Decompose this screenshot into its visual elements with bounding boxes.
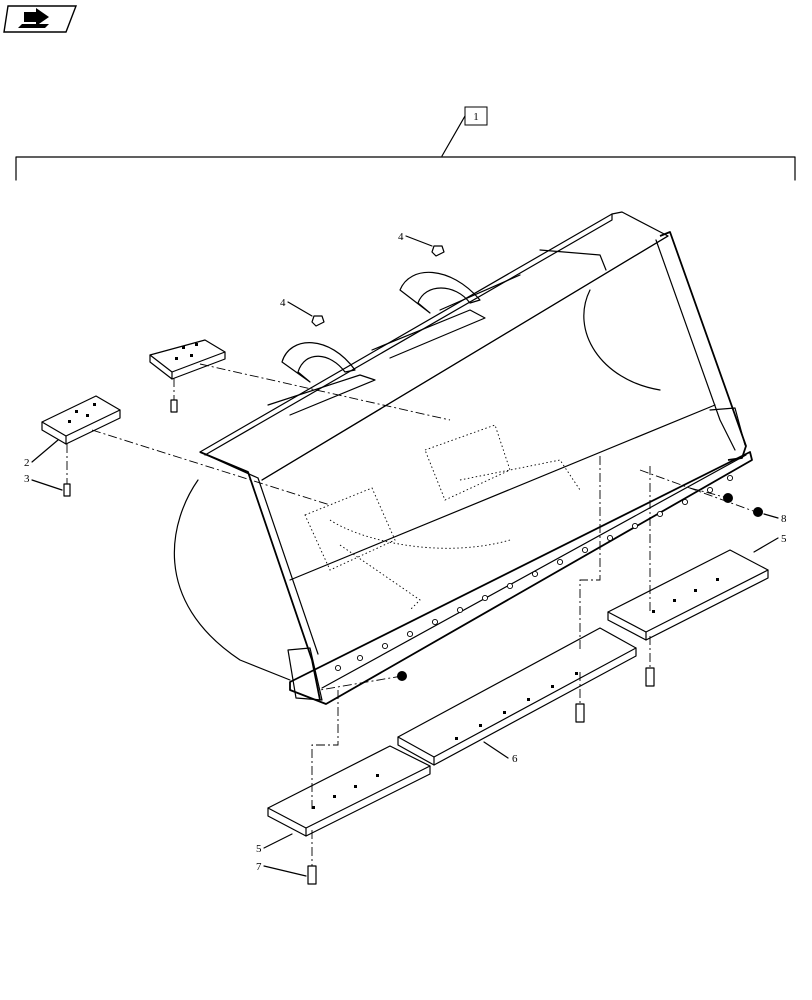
svg-text:5: 5 (256, 843, 262, 855)
nut-right-a (723, 493, 733, 503)
bolt-edge-right (645, 667, 655, 687)
label-item-6: 6 (483, 741, 518, 765)
svg-text:7: 7 (256, 861, 262, 873)
svg-text:6: 6 (512, 753, 518, 765)
edge-segment-left (267, 745, 431, 837)
nut-upper-left (311, 315, 325, 327)
edge-segment-middle (397, 627, 637, 766)
bucket (173, 211, 753, 705)
edge-segment-right (607, 549, 769, 641)
svg-text:2: 2 (24, 457, 30, 469)
label-item-7: 7 (256, 861, 307, 877)
nut-upper-right (431, 245, 445, 257)
label-item-2: 2 (24, 439, 59, 469)
svg-text:8: 8 (781, 513, 787, 525)
nav-badge[interactable] (3, 5, 78, 33)
svg-text:4: 4 (280, 297, 286, 309)
label-item-4b: 4 (280, 297, 313, 317)
label-item-5b: 5 (256, 833, 293, 855)
bolt-pad-lower (63, 444, 71, 497)
label-item-5a: 5 (753, 533, 787, 553)
wear-pad-lower (41, 395, 121, 445)
label-item-4a: 4 (398, 231, 433, 247)
bolt-edge-middle (575, 703, 585, 723)
bolt-edge-left (307, 865, 317, 885)
label-item-8: 8 (763, 513, 787, 525)
label-item-3: 3 (24, 473, 63, 491)
edge-holes (334, 474, 734, 672)
bolt-pad-upper (170, 378, 178, 413)
callout-label-1: 1 (473, 111, 479, 123)
svg-text:4: 4 (398, 231, 404, 243)
svg-text:3: 3 (24, 473, 30, 485)
arrow-forward-icon (18, 8, 49, 28)
svg-text:5: 5 (781, 533, 787, 545)
nut-right-b (753, 507, 763, 517)
main-callout: 1 (15, 106, 796, 181)
wear-pad-upper (149, 339, 226, 380)
